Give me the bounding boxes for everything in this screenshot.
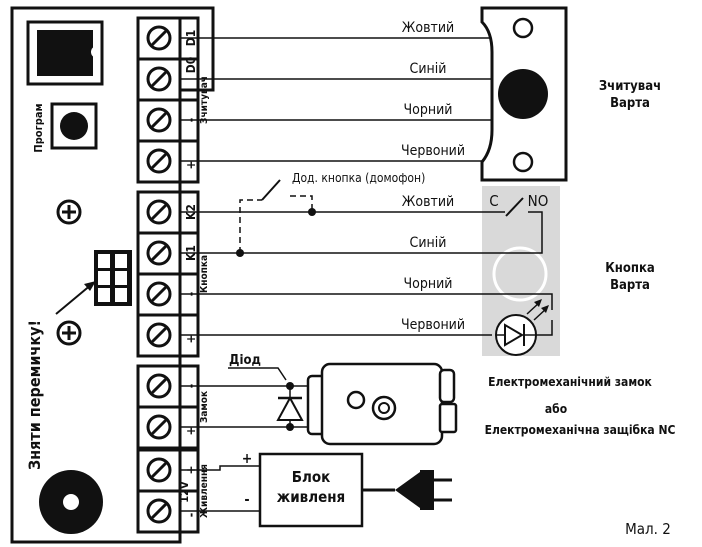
jumper-arrow: [55, 283, 93, 315]
diode-label: Діод: [229, 353, 261, 368]
junction-dot: [236, 249, 244, 257]
wire-label: Червоний: [401, 143, 465, 159]
wire-label: Синій: [410, 235, 447, 251]
diode-pointer: [228, 367, 287, 381]
contact-no-label: NO: [528, 192, 549, 210]
jumper-label: Зняти перемичку!: [25, 320, 44, 470]
reader-device: [480, 6, 568, 182]
reader-device-label: Варта: [610, 96, 650, 111]
power-supply-label: Блок: [292, 468, 331, 486]
lock-label: або: [545, 402, 567, 416]
program-button: [50, 102, 98, 150]
wire: [180, 211, 543, 254]
terminal-label: -: [184, 513, 198, 517]
terminal-label: +: [184, 334, 198, 343]
jumper-block: [94, 250, 132, 306]
contact-c-label: C: [489, 192, 498, 210]
extra-button-switch-icon: [261, 179, 281, 201]
power-voltage-label: 12V: [178, 481, 191, 503]
button-group-label: Кнопка: [199, 255, 210, 293]
power-group-label: Живлення: [199, 464, 210, 518]
button-terminal-block: [136, 190, 200, 358]
extra-button-wire: [290, 195, 313, 212]
switch-contact-icon: [505, 197, 524, 217]
buzzer-icon: [39, 470, 103, 534]
mains-plug-icon: [395, 470, 452, 510]
wire-label: Синій: [410, 61, 447, 77]
button-device-label: Кнопка: [605, 261, 655, 276]
chip-icon: [26, 20, 104, 86]
reader-device-label: Зчитувач: [599, 79, 661, 94]
diode-icon: [276, 386, 304, 427]
button-device-knob: [492, 246, 548, 302]
terminal-label: +: [184, 160, 198, 169]
psu-minus-label: -: [244, 492, 249, 508]
wire-label: Жовтий: [402, 194, 454, 210]
lock-terminal-block: [136, 364, 200, 450]
lock-label: Електромеханічна защібка NC: [485, 423, 676, 437]
psu-plus-label: +: [242, 451, 253, 467]
program-label: Програм: [32, 103, 45, 152]
terminal-label: +: [184, 426, 198, 435]
lock-label: Електромеханічний замок: [488, 375, 652, 389]
wire: [180, 465, 260, 471]
button-device-label: Варта: [610, 278, 650, 293]
reader-group-label: Зчитувач: [199, 76, 210, 124]
wire: [180, 293, 553, 310]
mount-screw-icon: [56, 320, 82, 346]
arrow-head-icon: [84, 281, 96, 291]
wire-label: Чорний: [404, 102, 453, 118]
lock-device: [306, 362, 458, 446]
extra-button-label: Дод. кнопка (домофон): [292, 171, 425, 185]
led-icon: [495, 299, 549, 356]
mount-screw-icon: [56, 199, 82, 225]
wire: [536, 320, 553, 336]
wire-label: Жовтий: [402, 20, 454, 36]
lock-group-label: Замок: [199, 391, 210, 423]
extra-button-wire: [239, 199, 262, 253]
terminal-label: D0: [184, 57, 198, 73]
wire-label: Червоний: [401, 317, 465, 333]
reader-terminal-block: [136, 16, 200, 184]
junction-dot: [308, 208, 316, 216]
power-terminal-block: [136, 448, 200, 534]
power-supply-box: [258, 452, 364, 528]
figure-label: Мал. 2: [625, 520, 671, 538]
wire-label: Чорний: [404, 276, 453, 292]
power-supply-label: живленя: [277, 488, 345, 506]
